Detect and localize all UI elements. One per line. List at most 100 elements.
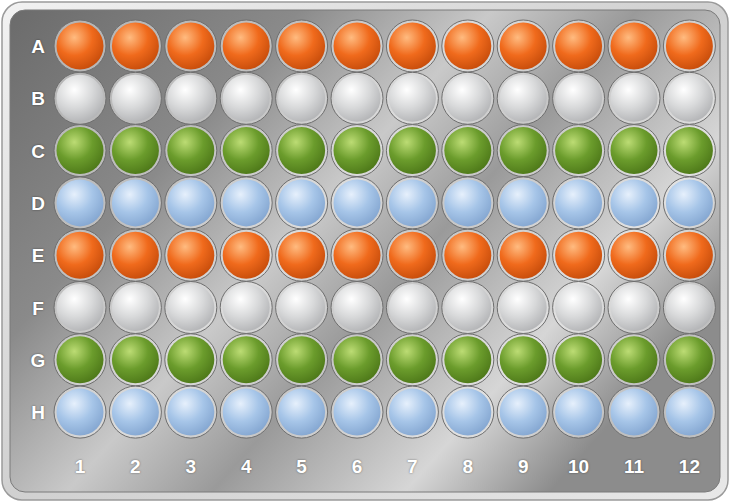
well-rim (386, 282, 438, 334)
well-rim (109, 229, 161, 281)
column-label: 9 (518, 457, 529, 476)
well (442, 72, 494, 124)
well-rim (220, 282, 272, 334)
well (442, 177, 494, 229)
well (553, 125, 605, 177)
row-label: H (31, 403, 45, 422)
well-fill (334, 75, 381, 122)
well-fill (666, 232, 713, 279)
well-rim (553, 282, 605, 334)
well (608, 177, 660, 229)
well-fill (167, 179, 214, 226)
well-fill (167, 336, 214, 383)
well-rim (331, 72, 383, 124)
well-rim (276, 334, 328, 386)
well-fill (223, 232, 270, 279)
well (331, 229, 383, 281)
well-rim (442, 177, 494, 229)
well-fill (223, 75, 270, 122)
well-rim (165, 20, 217, 72)
well (386, 386, 438, 438)
well-fill (57, 284, 104, 331)
well-fill (666, 127, 713, 174)
well-rim (663, 72, 715, 124)
well (54, 20, 106, 72)
well-rim (386, 229, 438, 281)
well (331, 334, 383, 386)
well-rim (442, 20, 494, 72)
well-fill (389, 336, 436, 383)
well-rim (497, 72, 549, 124)
column-label: 12 (679, 457, 700, 476)
well-fill (500, 232, 547, 279)
well-fill (611, 336, 658, 383)
well (608, 229, 660, 281)
well (497, 386, 549, 438)
well-rim (276, 72, 328, 124)
well-fill (223, 389, 270, 436)
well-fill (334, 179, 381, 226)
well (608, 334, 660, 386)
well-rim (442, 386, 494, 438)
well (331, 177, 383, 229)
well-fill (500, 179, 547, 226)
well-fill (444, 75, 491, 122)
well-fill (500, 336, 547, 383)
well (663, 282, 715, 334)
well (497, 72, 549, 124)
well-fill (611, 389, 658, 436)
well-fill (444, 232, 491, 279)
well (663, 72, 715, 124)
well-rim (442, 282, 494, 334)
well (331, 20, 383, 72)
well-rim (608, 72, 660, 124)
well (386, 334, 438, 386)
row-label: A (31, 37, 45, 56)
well (497, 282, 549, 334)
well-rim (165, 282, 217, 334)
well-rim (54, 229, 106, 281)
well (220, 282, 272, 334)
well-fill (334, 336, 381, 383)
well (109, 125, 161, 177)
well (553, 334, 605, 386)
row-label: D (31, 193, 45, 212)
well (663, 229, 715, 281)
well (442, 229, 494, 281)
row-label: C (31, 141, 45, 160)
well-rim (553, 72, 605, 124)
well (54, 125, 106, 177)
well-fill (555, 23, 602, 70)
well-fill (555, 336, 602, 383)
row-label: E (32, 246, 45, 265)
well (220, 20, 272, 72)
well-fill (112, 284, 159, 331)
well (553, 177, 605, 229)
well-rim (663, 334, 715, 386)
well-rim (497, 177, 549, 229)
well (276, 229, 328, 281)
well (442, 386, 494, 438)
well-rim (220, 72, 272, 124)
well-fill (555, 75, 602, 122)
well-fill (112, 389, 159, 436)
well-rim (54, 72, 106, 124)
well-rim (165, 177, 217, 229)
well-fill (167, 23, 214, 70)
well-fill (112, 232, 159, 279)
well (54, 177, 106, 229)
well-rim (608, 229, 660, 281)
well-fill (555, 232, 602, 279)
well-fill (389, 75, 436, 122)
well (165, 20, 217, 72)
well-fill (57, 336, 104, 383)
well-rim (608, 334, 660, 386)
well-rim (608, 282, 660, 334)
well (497, 20, 549, 72)
well-rim (54, 386, 106, 438)
well-rim (553, 20, 605, 72)
well (276, 334, 328, 386)
well (442, 20, 494, 72)
well-fill (223, 127, 270, 174)
well-fill (112, 179, 159, 226)
